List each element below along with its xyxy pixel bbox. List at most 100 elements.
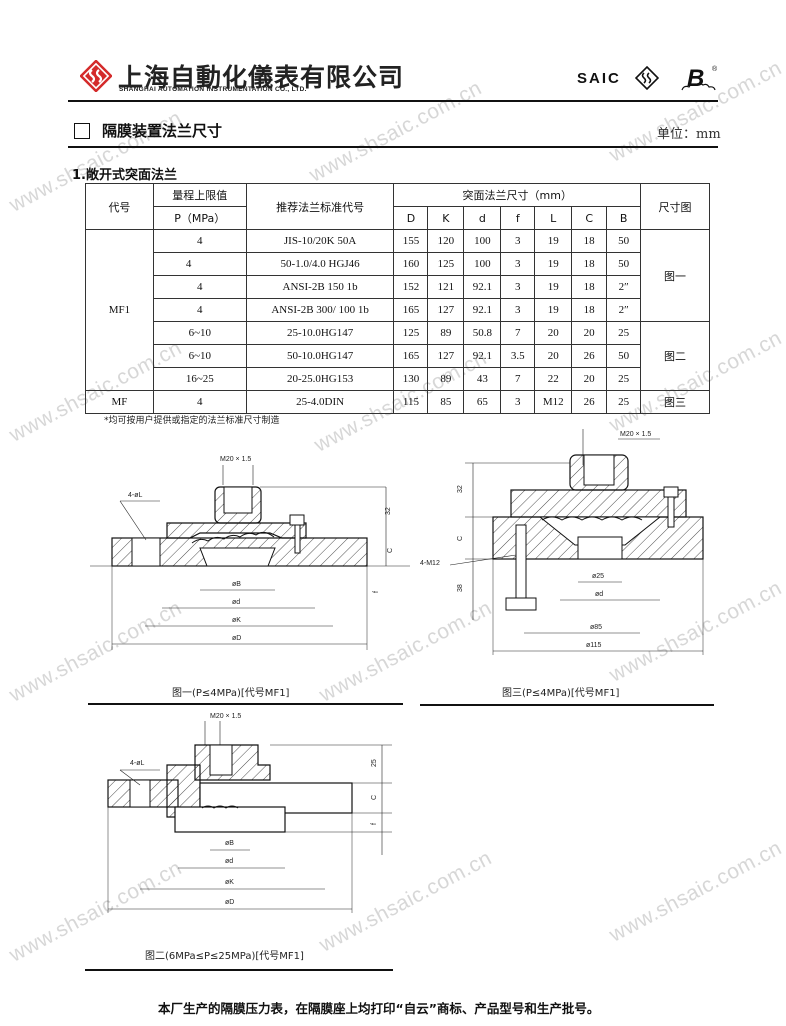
cell-D: 165: [393, 298, 429, 322]
cell-L: 20: [534, 344, 573, 368]
table-row: 4 ANSI-2B 300/ 100 1b 165 127 92.1 3 19 …: [86, 298, 710, 322]
cell-D: 130: [393, 367, 429, 391]
saic-diamond-logo-icon: [79, 59, 113, 93]
cell-d: 92.1: [463, 275, 502, 299]
cell-pressure: 4: [152, 298, 247, 322]
cell-B: 50: [606, 229, 642, 253]
figure-2-divider: [85, 969, 393, 971]
saic-small-logo: [634, 65, 660, 94]
cell-standard: ANSI-2B 300/ 100 1b: [245, 298, 395, 322]
cell-D: 155: [393, 229, 429, 253]
cell-K: 89: [427, 367, 465, 391]
cell-L: 19: [534, 229, 573, 253]
svg-text:ø115: ø115: [586, 642, 602, 649]
header-dims-group: 突面法兰尺寸（mm）: [393, 183, 642, 207]
header-dim-K: K: [427, 206, 465, 230]
table-header-row: P（MPa） D K d f L C B: [86, 206, 710, 230]
cell-K: 89: [427, 321, 465, 345]
cell-B: 50: [606, 344, 642, 368]
section-title: 隔膜装置法兰尺寸: [102, 122, 223, 140]
cell-f: 3: [500, 298, 536, 322]
cell-pressure: 16~25: [152, 367, 247, 391]
figure-3-drawing: M20 × 1.5 32 C 38 4-M12 ø25 ød ø85 ø115: [420, 425, 720, 660]
cell-f: 3: [500, 252, 536, 276]
svg-text:32: 32: [457, 485, 464, 493]
cell-L: 19: [534, 298, 573, 322]
cell-C: 18: [571, 298, 608, 322]
svg-text:f: f: [371, 823, 378, 825]
cell-L: M12: [534, 390, 573, 414]
cell-L: 20: [534, 321, 573, 345]
svg-text:ød: ød: [595, 591, 603, 598]
svg-text:C: C: [457, 536, 464, 541]
saic-diamond-icon: [634, 65, 660, 91]
cell-pressure: 4: [152, 252, 247, 276]
svg-text:C: C: [371, 795, 378, 800]
cell-C: 20: [571, 367, 608, 391]
cell-K: 127: [427, 344, 465, 368]
table-row: MF 4 25-4.0DIN 115 85 65 3 M12 26 25 图三: [85, 390, 710, 414]
watermark: www.shsaic.com.cn: [605, 836, 786, 947]
table-note: *均可按用户提供或指定的法兰标准尺寸制造: [104, 416, 280, 426]
cell-K: 120: [427, 229, 465, 253]
section-checkbox-icon: [74, 123, 90, 139]
figure-3-caption: 图三(P≤4MPa)[代号MF1]: [502, 688, 620, 699]
cell-pressure: 4: [152, 390, 247, 414]
cell-L: 22: [534, 367, 573, 391]
cell-B: 25: [606, 321, 642, 345]
cell-d: 92.1: [463, 344, 502, 368]
header-dim-f: f: [500, 206, 536, 230]
cell-d: 50.8: [463, 321, 502, 345]
svg-text:ø25: ø25: [592, 573, 604, 580]
cell-D: 165: [393, 344, 429, 368]
svg-text:C: C: [387, 548, 394, 553]
header-code: 代号: [85, 183, 154, 230]
cell-code: MF: [85, 390, 154, 414]
figure-2-caption: 图二(6MPa≤P≤25MPa)[代号MF1]: [145, 951, 304, 962]
header-dim-d: d: [463, 206, 502, 230]
cell-C: 20: [571, 321, 608, 345]
section-divider: [68, 146, 718, 148]
cell-f: 3: [500, 229, 536, 253]
brand-label: SAIC: [577, 70, 621, 87]
cell-standard: 20-25.0HG153: [245, 367, 395, 391]
svg-text:øK: øK: [225, 879, 234, 886]
cell-K: 121: [427, 275, 465, 299]
cell-f: 7: [500, 367, 536, 391]
cell-D: 160: [393, 252, 429, 276]
header-dim-C: C: [571, 206, 608, 230]
cell-pressure: 6~10: [152, 344, 247, 368]
cell-code: MF1: [85, 229, 154, 391]
cell-standard: 25-4.0DIN: [245, 390, 395, 414]
cell-f: 7: [500, 321, 536, 345]
flange-dimension-table: 代号 量程上限值 推荐法兰标准代号 突面法兰尺寸（mm） 尺寸图 P（MPa） …: [85, 183, 710, 414]
table-row: 6~10 50-10.0HG147 165 127 92.1 3.5 20 26…: [86, 344, 710, 368]
cell-D: 125: [393, 321, 429, 345]
svg-text:4-øL: 4-øL: [128, 492, 143, 499]
svg-text:øD: øD: [225, 899, 234, 906]
table-header-row: 代号 量程上限值 推荐法兰标准代号 突面法兰尺寸（mm） 尺寸图: [85, 183, 710, 230]
svg-text:4-øL: 4-øL: [130, 760, 145, 767]
cell-d: 43: [463, 367, 502, 391]
company-name-en: SHANGHAI AUTOMATION INSTRUMENTATION CO.,…: [119, 86, 307, 93]
svg-text:M20 × 1.5: M20 × 1.5: [210, 713, 241, 720]
cell-figure: 图二: [640, 321, 710, 391]
cell-figure: 图三: [640, 390, 710, 414]
svg-text:øD: øD: [232, 635, 241, 642]
svg-text:38: 38: [457, 584, 464, 592]
cell-d: 92.1: [463, 298, 502, 322]
cell-pressure: 4: [152, 229, 247, 253]
unit-label: 单位：mm: [657, 127, 721, 142]
svg-text:M20 × 1.5: M20 × 1.5: [220, 456, 251, 463]
cell-B: 2″: [606, 298, 642, 322]
cell-L: 19: [534, 252, 573, 276]
cell-standard: 25-10.0HG147: [245, 321, 395, 345]
header-range-line1: 量程上限值: [152, 183, 247, 207]
cell-standard: 50-1.0/4.0 HGJ46: [245, 252, 395, 276]
cell-d: 100: [463, 229, 502, 253]
header-dim-D: D: [393, 206, 429, 230]
cell-standard: ANSI-2B 150 1b: [245, 275, 395, 299]
cell-pressure: 4: [152, 275, 247, 299]
svg-text:øB: øB: [225, 840, 234, 847]
svg-text:ød: ød: [232, 599, 240, 606]
